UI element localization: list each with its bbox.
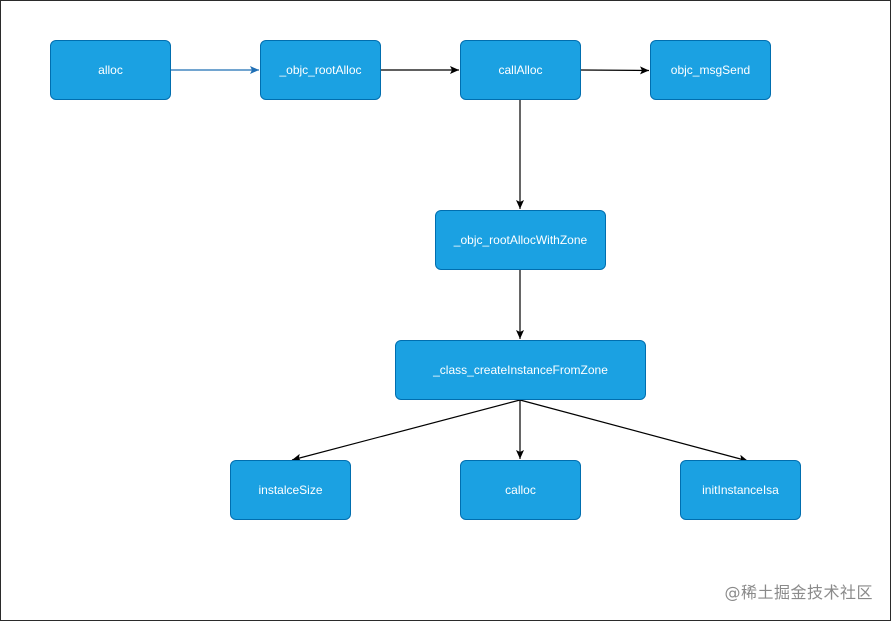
edge-createinstancefromzone-to-initinstanceisa	[519, 399, 749, 463]
node-objc-msgsend[interactable]: objc_msgSend	[650, 40, 771, 100]
node-label: objc_msgSend	[670, 63, 751, 77]
node-objc-rootallocwithzone[interactable]: _objc_rootAllocWithZone	[435, 210, 606, 270]
node-callalloc[interactable]: callAlloc	[460, 40, 581, 100]
node-label: calloc	[505, 483, 536, 497]
node-class-createinstancefromzone[interactable]: _class_createInstanceFromZone	[395, 340, 646, 400]
edge-createinstancefromzone-to-instalcesize	[291, 399, 521, 462]
node-label: _class_createInstanceFromZone	[433, 363, 608, 377]
node-label: callAlloc	[498, 63, 543, 77]
node-label: alloc	[98, 63, 123, 77]
node-label: instalceSize	[258, 483, 323, 497]
node-label: _objc_rootAlloc	[279, 63, 362, 77]
node-instalcesize[interactable]: instalceSize	[230, 460, 351, 520]
watermark-text: @稀土掘金技术社区	[724, 583, 873, 602]
node-calloc[interactable]: calloc	[460, 460, 581, 520]
node-alloc[interactable]: alloc	[50, 40, 171, 100]
edge-callalloc-to-objc-msgsend	[580, 66, 650, 75]
node-label: initInstanceIsa	[702, 483, 779, 497]
node-initinstanceisa[interactable]: initInstanceIsa	[680, 460, 801, 520]
node-objc-rootalloc[interactable]: _objc_rootAlloc	[260, 40, 381, 100]
node-label: _objc_rootAllocWithZone	[453, 233, 588, 247]
